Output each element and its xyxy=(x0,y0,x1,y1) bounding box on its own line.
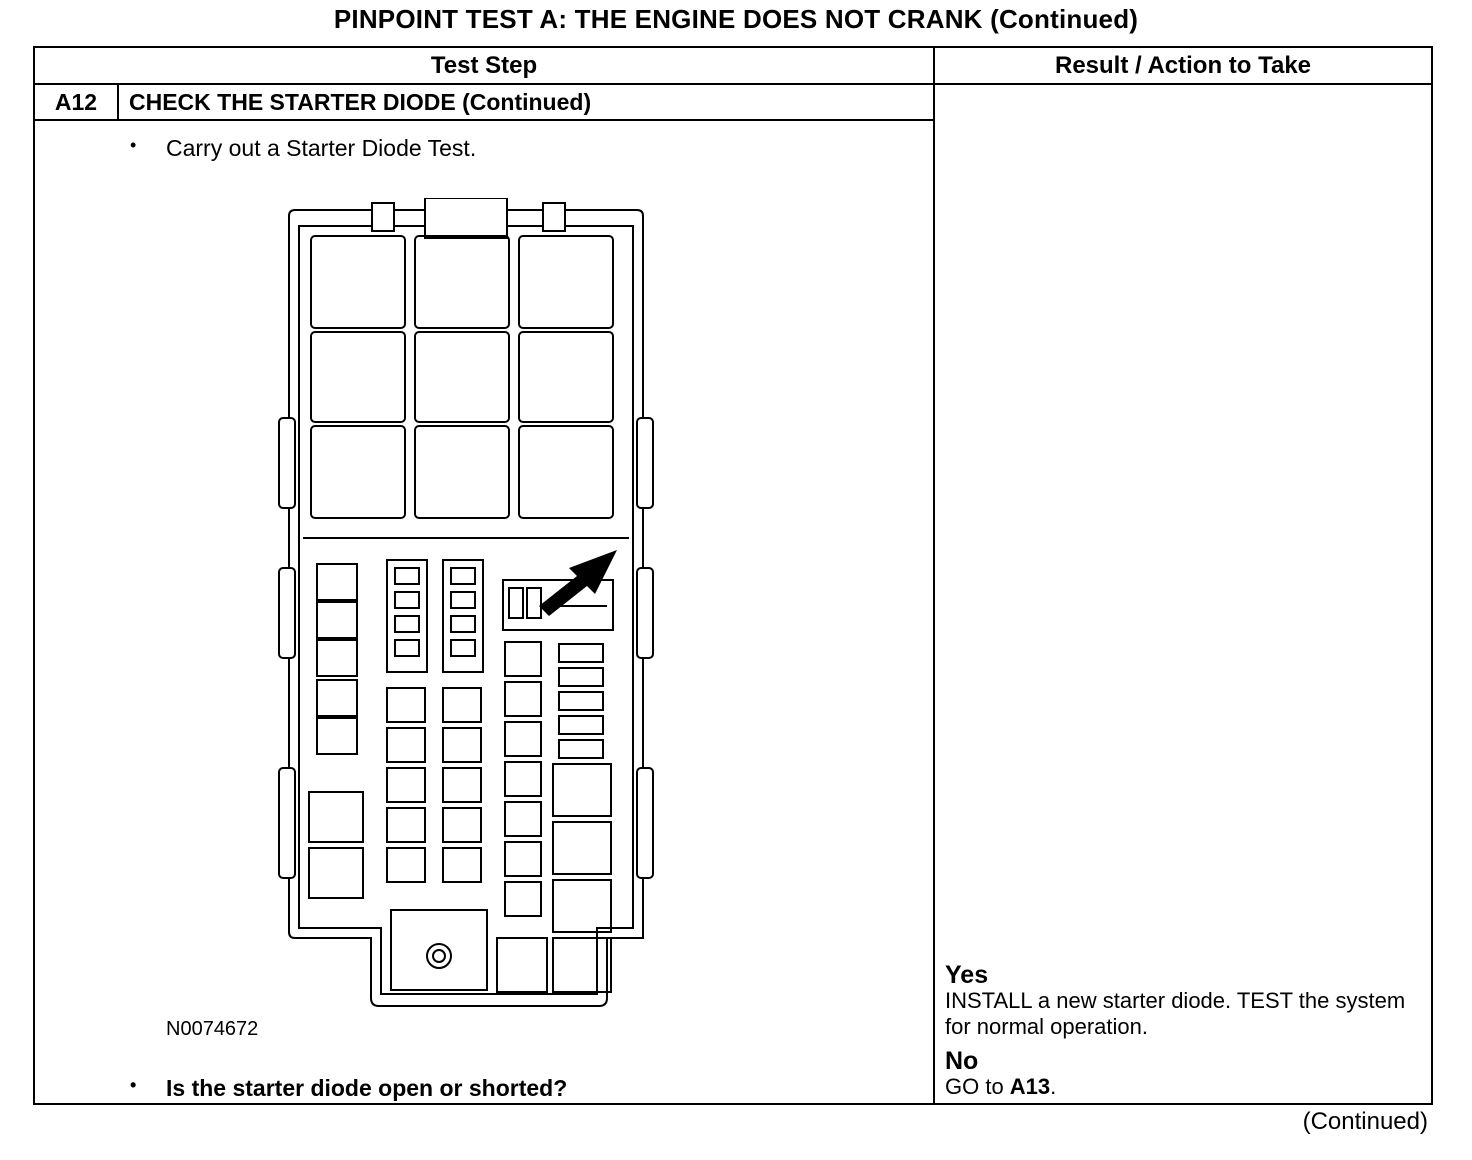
result-no-label: No xyxy=(945,1047,979,1075)
mini-fuse-strip-1 xyxy=(386,559,428,673)
result-no-suffix: . xyxy=(1050,1074,1057,1099)
column-header-test-step: Test Step xyxy=(430,52,538,79)
bullet-text: Carry out a Starter Diode Test. xyxy=(166,135,477,161)
bullet-dot-icon: • xyxy=(130,135,137,155)
column-header-result: Result / Action to Take xyxy=(1054,52,1312,79)
column-divider xyxy=(933,48,935,1103)
pinpoint-test-table: Test Step Result / Action to Take A12 CH… xyxy=(33,46,1433,1105)
bullet-text: Is the starter diode open or shorted? xyxy=(166,1075,568,1101)
step-id-divider xyxy=(117,84,119,120)
fuse-box-diagram xyxy=(278,198,654,1007)
left-fuse-column xyxy=(308,563,364,899)
step-header-divider xyxy=(35,119,933,121)
result-no: No GO to A13. xyxy=(945,1048,1415,1100)
housing-outline xyxy=(288,209,644,1007)
result-no-prefix: GO to xyxy=(945,1074,1010,1099)
result-yes: Yes INSTALL a new starter diode. TEST th… xyxy=(945,962,1415,1040)
bullet-dot-icon: • xyxy=(130,1075,137,1095)
header-divider xyxy=(35,83,1431,85)
continued-footer: (Continued) xyxy=(1302,1108,1428,1135)
starter-diode-arrow-icon xyxy=(539,550,617,616)
result-no-link[interactable]: A13 xyxy=(1009,1074,1051,1099)
center-fuse-columns xyxy=(386,687,482,883)
bullet-item: • Is the starter diode open or shorted? xyxy=(130,1075,568,1102)
mini-fuse-strip-2 xyxy=(442,559,484,673)
step-id: A12 xyxy=(54,89,98,115)
figure-id: N0074672 xyxy=(166,1018,259,1040)
result-no-text: GO to A13. xyxy=(945,1074,1415,1100)
result-yes-text: INSTALL a new starter diode. TEST the sy… xyxy=(945,988,1406,1039)
battery-stud xyxy=(390,909,488,991)
step-title: CHECK THE STARTER DIODE (Continued) xyxy=(129,89,592,115)
result-yes-label: Yes xyxy=(945,961,989,989)
relay-grid xyxy=(310,235,614,519)
page-title: PINPOINT TEST A: THE ENGINE DOES NOT CRA… xyxy=(333,4,1139,34)
bullet-item: • Carry out a Starter Diode Test. xyxy=(130,135,477,162)
right-fuse-columns xyxy=(496,641,612,993)
